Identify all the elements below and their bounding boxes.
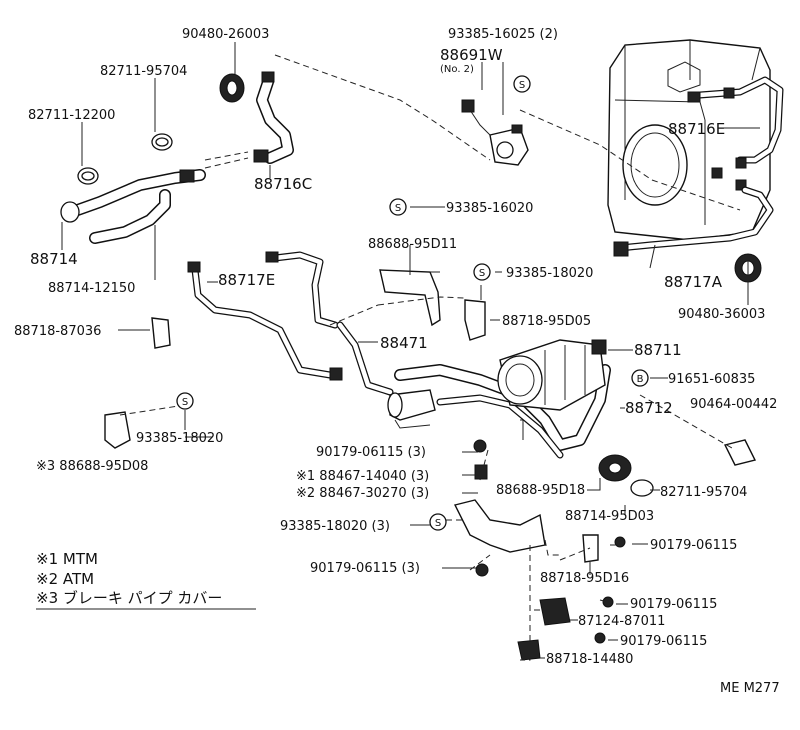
b-symbol-91651-60835: B bbox=[631, 369, 649, 387]
bracket-88688-95D18 bbox=[453, 499, 546, 553]
label-88691W: 88691W bbox=[440, 46, 503, 64]
clamp-88718-14480 bbox=[517, 639, 541, 661]
label-88716C: 88716C bbox=[254, 175, 312, 193]
clamp-88714-95D03 bbox=[598, 454, 654, 497]
pipe-88717E bbox=[187, 251, 343, 381]
label-88714: 88714 bbox=[30, 250, 78, 268]
heater-unit-drawing bbox=[607, 39, 784, 241]
label-93385-18020-mid: 93385-18020 bbox=[506, 266, 593, 281]
label-88714-12150: 88714-12150 bbox=[48, 281, 135, 296]
label-88718-87036: 88718-87036 bbox=[14, 324, 101, 339]
pipe-88471 bbox=[336, 321, 394, 396]
clamp-88718-95D05 bbox=[464, 299, 486, 341]
label-82711-95704-top: 82711-95704 bbox=[100, 64, 187, 79]
label-88711: 88711 bbox=[634, 341, 682, 359]
clamp-88718-95D16 bbox=[582, 534, 599, 563]
clamp-82711-12200 bbox=[77, 167, 99, 185]
bolts bbox=[473, 439, 626, 644]
label-93385-16020-top: 93385-16020 bbox=[446, 201, 533, 216]
label-88688-95D18: 88688-95D18 bbox=[496, 483, 585, 498]
clamp-87124-87011 bbox=[539, 597, 571, 626]
label-88717A: 88717A bbox=[664, 273, 723, 291]
label-88712: 88712 bbox=[625, 399, 673, 417]
hose-88714 bbox=[60, 169, 206, 244]
s-symbol-93385-16025: S bbox=[513, 75, 531, 93]
compressor bbox=[497, 339, 607, 411]
label-91651-60835: 91651-60835 bbox=[668, 372, 755, 387]
dashed-reference-lines bbox=[119, 54, 741, 661]
svg-text:S: S bbox=[519, 80, 525, 91]
label-90480-26003: 90480-26003 bbox=[182, 27, 269, 42]
svg-text:S: S bbox=[395, 203, 401, 214]
legend: ※1 MTM ※2 ATM ※3 ブレーキ パイプ カバー bbox=[36, 550, 256, 610]
leader-lines bbox=[61, 42, 760, 659]
label-88717E: 88717E bbox=[218, 271, 275, 289]
label-90480-36003: 90480-36003 bbox=[678, 307, 765, 322]
label-93385-18020-bottom: 93385-18020 (3) bbox=[280, 519, 390, 534]
label-88718-14480: 88718-14480 bbox=[546, 652, 633, 667]
s-symbol-93385-18020-mid: S bbox=[473, 263, 491, 281]
bracket-88688-95D08 bbox=[104, 411, 131, 449]
legend-atm: ※2 ATM bbox=[36, 570, 94, 588]
legend-mtm: ※1 MTM bbox=[36, 550, 98, 568]
label-88467-14040: ※1 88467-14040 (3) bbox=[296, 469, 429, 484]
label-87124-87011: 87124-87011 bbox=[578, 614, 665, 629]
label-88716E: 88716E bbox=[668, 120, 725, 138]
valve-88691W bbox=[461, 99, 529, 166]
s-symbol-93385-18020-bottom: S bbox=[429, 513, 447, 531]
svg-text:S: S bbox=[479, 268, 485, 279]
bracket-88688-95D11 bbox=[379, 269, 441, 327]
receiver-drier bbox=[387, 389, 436, 429]
label-90179-06115-r1: 90179-06115 bbox=[650, 538, 737, 553]
label-82711-95704-right: 82711-95704 bbox=[660, 485, 747, 500]
clamp-82711-95704-top bbox=[151, 133, 173, 151]
label-88471: 88471 bbox=[380, 334, 428, 352]
callout-labels: 90480-26003 93385-16025 (2) 88691W (No. … bbox=[14, 27, 777, 667]
s-symbol-93385-16020-top: S bbox=[389, 198, 407, 216]
label-90179-06115-r2: 90179-06115 bbox=[630, 597, 717, 612]
clamp-90464-00442 bbox=[723, 439, 757, 466]
s-symbol-93385-18020-left: S bbox=[176, 392, 194, 410]
label-90179-06115-b: 90179-06115 (3) bbox=[310, 561, 420, 576]
label-88467-30270: ※2 88467-30270 (3) bbox=[296, 486, 429, 501]
label-90464-00442: 90464-00442 bbox=[690, 397, 777, 412]
label-88718-95D05: 88718-95D05 bbox=[502, 314, 591, 329]
label-93385-16025: 93385-16025 (2) bbox=[448, 27, 558, 42]
legend-brake-pipe-cover: ※3 ブレーキ パイプ カバー bbox=[36, 589, 222, 607]
svg-text:S: S bbox=[435, 518, 441, 529]
diagram-code: ME M277 bbox=[720, 681, 780, 696]
hose-88716C bbox=[253, 71, 294, 164]
label-88688-95D08: ※3 88688-95D08 bbox=[36, 459, 148, 474]
pipe-88717A bbox=[613, 186, 774, 257]
label-88688-95D11: 88688-95D11 bbox=[368, 237, 457, 252]
svg-text:B: B bbox=[637, 374, 644, 385]
label-90179-06115-r3: 90179-06115 bbox=[620, 634, 707, 649]
grommet-90480-26003 bbox=[219, 73, 245, 103]
svg-text:S: S bbox=[182, 397, 188, 408]
clamp-88718-87036 bbox=[151, 317, 171, 349]
label-no2: (No. 2) bbox=[440, 64, 474, 75]
label-90179-06115-a: 90179-06115 (3) bbox=[316, 445, 426, 460]
label-93385-18020-left: 93385-18020 bbox=[136, 431, 223, 446]
label-88714-95D03: 88714-95D03 bbox=[565, 509, 654, 524]
label-82711-12200: 82711-12200 bbox=[28, 108, 115, 123]
label-88718-95D16: 88718-95D16 bbox=[540, 571, 629, 586]
